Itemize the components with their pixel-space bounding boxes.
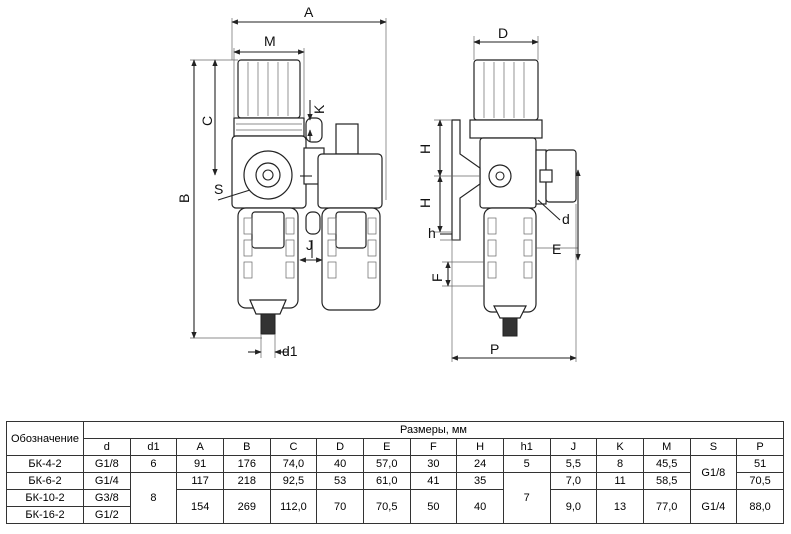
col-header-A: A — [176, 438, 224, 456]
dim-label-K: K — [311, 104, 327, 114]
cell-M: 45,5 — [642, 455, 691, 473]
cell-F: 50 — [409, 489, 458, 524]
cell-name: БК-4-2 — [6, 455, 84, 473]
dim-label-S: S — [214, 181, 223, 197]
table-row: БК-16-2 G1/2 — [6, 506, 784, 524]
cell-A: 91 — [176, 455, 224, 473]
cell-K: 13 — [596, 489, 644, 524]
dim-label-P: P — [490, 341, 499, 357]
cell-D: 53 — [316, 472, 364, 490]
cell-d1: 6 — [129, 455, 178, 473]
cell-C: 112,0 — [269, 489, 318, 524]
cell-S: G1/8 — [689, 455, 738, 490]
cell-name: БК-10-2 — [6, 489, 84, 507]
side-view: D H H h d E F P — [417, 25, 581, 362]
cell-F: 30 — [409, 455, 458, 473]
table-column-header-row: d d1 A B C D E F H h1 J K M S P — [7, 438, 784, 456]
dim-label-d: d — [562, 211, 570, 227]
cell-d: G1/8 — [83, 455, 131, 473]
col-header-P: P — [736, 438, 784, 456]
cell-S: G1/4 — [689, 489, 738, 524]
cell-d: G1/4 — [83, 472, 131, 490]
table-row: БК-4-2 G1/8 6 91 176 74,0 40 57,0 30 24 … — [6, 455, 784, 490]
cell-A: 117 — [176, 472, 224, 490]
col-header-d: d — [83, 438, 131, 456]
col-header-E: E — [362, 438, 411, 456]
col-header-M: M — [642, 438, 691, 456]
col-header-H: H — [456, 438, 504, 456]
cell-D: 70 — [316, 489, 364, 524]
dim-label-D: D — [498, 25, 508, 41]
header-designation: Обозначение — [6, 421, 84, 456]
dim-label-H-upper: H — [417, 144, 433, 154]
col-header-d1: d1 — [129, 438, 178, 456]
dim-label-E: E — [552, 241, 561, 257]
cell-P: 88,0 — [736, 489, 784, 524]
cell-E: 70,5 — [362, 489, 411, 524]
col-header-B: B — [222, 438, 271, 456]
col-header-C: C — [269, 438, 318, 456]
col-header-D: D — [316, 438, 364, 456]
technical-drawing: A M C K S B J d1 — [176, 4, 581, 362]
cell-d: G1/2 — [83, 506, 131, 524]
cell-K: 8 — [596, 455, 644, 473]
cell-h1: 7 — [502, 472, 551, 524]
cell-M: 77,0 — [642, 489, 691, 524]
cell-B: 269 — [222, 489, 271, 524]
cell-E: 57,0 — [362, 455, 411, 473]
cell-d: G3/8 — [83, 489, 131, 507]
cell-H: 24 — [456, 455, 504, 473]
dimensions-table: Обозначение Размеры, мм d d1 A B C D E F… — [6, 421, 784, 524]
col-header-h1: h1 — [502, 438, 551, 456]
dim-label-C: C — [199, 116, 215, 126]
header-dimensions-group: Размеры, мм — [83, 421, 784, 439]
dim-label-d1: d1 — [282, 343, 298, 359]
dim-label-B: B — [176, 194, 192, 203]
dim-label-H-lower: H — [417, 198, 433, 208]
cell-name: БК-6-2 — [6, 472, 84, 490]
col-header-S: S — [689, 438, 738, 456]
cell-J: 7,0 — [549, 472, 598, 490]
cell-d1: 8 — [129, 472, 178, 524]
cell-P: 51 — [736, 455, 784, 473]
col-header-K: K — [596, 438, 644, 456]
cell-H: 40 — [456, 489, 504, 524]
cell-name: БК-16-2 — [6, 506, 84, 524]
dim-label-J: J — [306, 237, 313, 253]
dim-label-A: A — [304, 4, 314, 20]
cell-H: 35 — [456, 472, 504, 490]
dim-label-h: h — [428, 225, 436, 241]
cell-M: 58,5 — [642, 472, 691, 490]
cell-D: 40 — [316, 455, 364, 473]
col-header-J: J — [549, 438, 598, 456]
cell-A: 154 — [176, 489, 224, 524]
cell-B: 176 — [222, 455, 271, 473]
front-view: A M C K S B J d1 — [176, 4, 387, 359]
cell-J: 5,5 — [549, 455, 598, 473]
table-row: БК-6-2 G1/4 8 117 218 92,5 53 61,0 41 35… — [6, 472, 784, 524]
dim-label-F: F — [429, 273, 445, 282]
cell-h1: 5 — [502, 455, 551, 473]
cell-C: 74,0 — [269, 455, 318, 473]
table-header-row: Обозначение Размеры, мм — [6, 421, 784, 456]
cell-E: 61,0 — [362, 472, 411, 490]
cell-P: 70,5 — [736, 472, 784, 490]
dim-label-M: M — [264, 33, 276, 49]
table-row: БК-10-2 G3/8 154 269 112,0 70 70,5 50 40… — [6, 489, 784, 524]
col-header-F: F — [409, 438, 458, 456]
cell-B: 218 — [222, 472, 271, 490]
cell-J: 9,0 — [549, 489, 598, 524]
cell-C: 92,5 — [269, 472, 318, 490]
cell-K: 11 — [596, 472, 644, 490]
cell-F: 41 — [409, 472, 458, 490]
